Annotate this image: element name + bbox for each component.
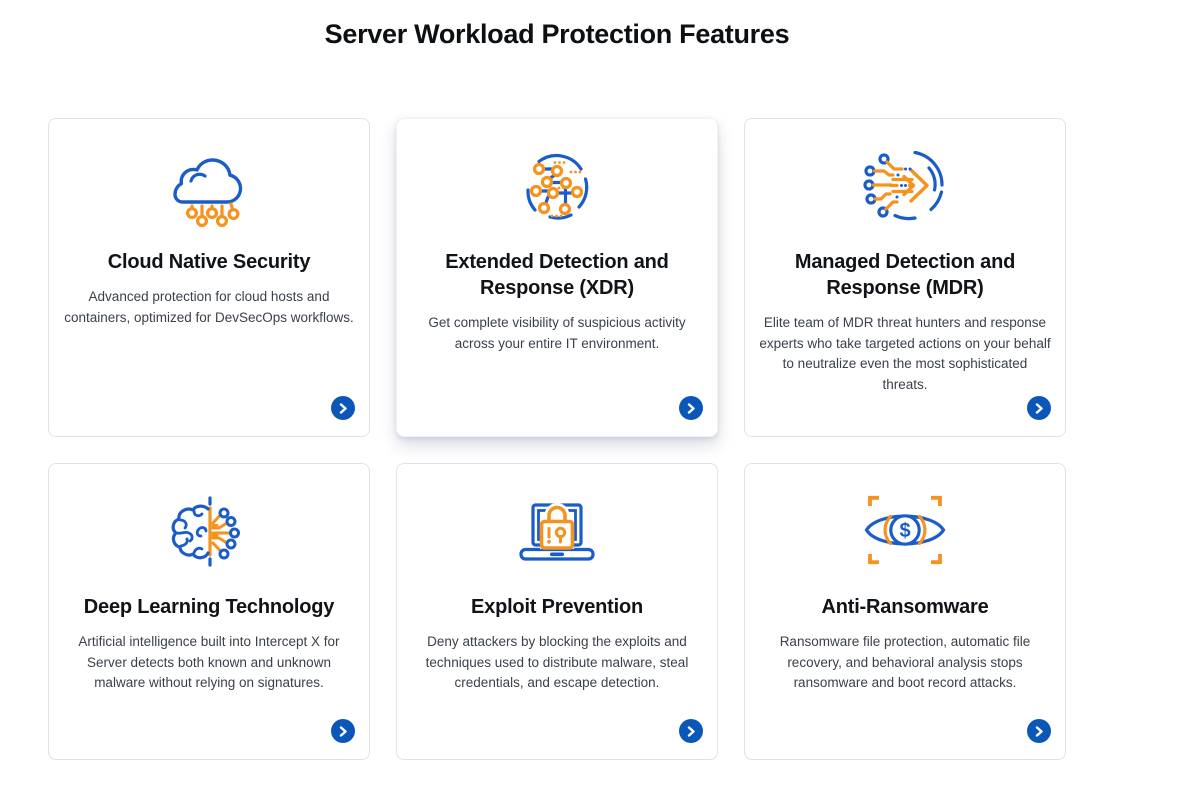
card-description: Deny attackers by blocking the exploits … (425, 634, 689, 690)
arrow-circuit-icon (857, 147, 953, 227)
card-title: Exploit Prevention (471, 596, 643, 618)
page-title: Server Workload Protection Features (324, 19, 790, 49)
card-cloud-native-security[interactable]: Cloud Native Security Advanced protectio… (48, 118, 370, 437)
cloud-circuit-icon (161, 147, 257, 227)
card-title: Anti-Ransomware (821, 596, 989, 618)
card-managed-detection-response-mdr[interactable]: Managed Detection and Response (MDR) Eli… (744, 118, 1066, 437)
card-extended-detection-response-xdr[interactable]: Extended Detection and Response (XDR) Ge… (396, 118, 718, 437)
card-description: Artificial intelligence built into Inter… (78, 634, 340, 690)
card-title: Cloud Native Security (107, 251, 311, 273)
card-arrow-button[interactable] (331, 719, 355, 743)
card-exploit-prevention[interactable]: Exploit Prevention Deny attackers by blo… (396, 463, 718, 760)
features-section: Server Workload Protection Features Clou… (48, 18, 1066, 760)
chevron-right-icon (339, 725, 347, 737)
chevron-right-icon (687, 725, 695, 737)
laptop-lock-icon (509, 492, 605, 572)
brain-circuit-icon (161, 492, 257, 572)
card-arrow-button[interactable] (331, 396, 355, 420)
dollar-glyph: $ (899, 520, 910, 542)
card-title: Managed Detection and Response (MDR) (794, 251, 1016, 299)
chevron-right-icon (1035, 402, 1043, 414)
card-title: Extended Detection and Response (XDR) (445, 251, 669, 299)
card-arrow-button[interactable] (679, 396, 703, 420)
card-title: Deep Learning Technology (83, 596, 335, 618)
circuit-sphere-icon (509, 147, 605, 227)
card-description: Get complete visibility of suspicious ac… (428, 315, 686, 351)
card-arrow-button[interactable] (1027, 719, 1051, 743)
chevron-right-icon (687, 402, 695, 414)
eye-dollar-icon: $ (857, 492, 953, 572)
card-description: Advanced protection for cloud hosts and … (64, 289, 354, 325)
card-arrow-button[interactable] (679, 719, 703, 743)
card-deep-learning-technology[interactable]: Deep Learning Technology Artificial inte… (48, 463, 370, 760)
card-description: Elite team of MDR threat hunters and res… (759, 315, 1051, 392)
card-arrow-button[interactable] (1027, 396, 1051, 420)
feature-cards-grid: Cloud Native Security Advanced protectio… (48, 118, 1066, 760)
chevron-right-icon (1035, 725, 1043, 737)
card-anti-ransomware[interactable]: $ Anti-Ransomware Ransomware file protec… (744, 463, 1066, 760)
chevron-right-icon (339, 402, 347, 414)
card-description: Ransomware file protection, automatic fi… (779, 634, 1031, 690)
